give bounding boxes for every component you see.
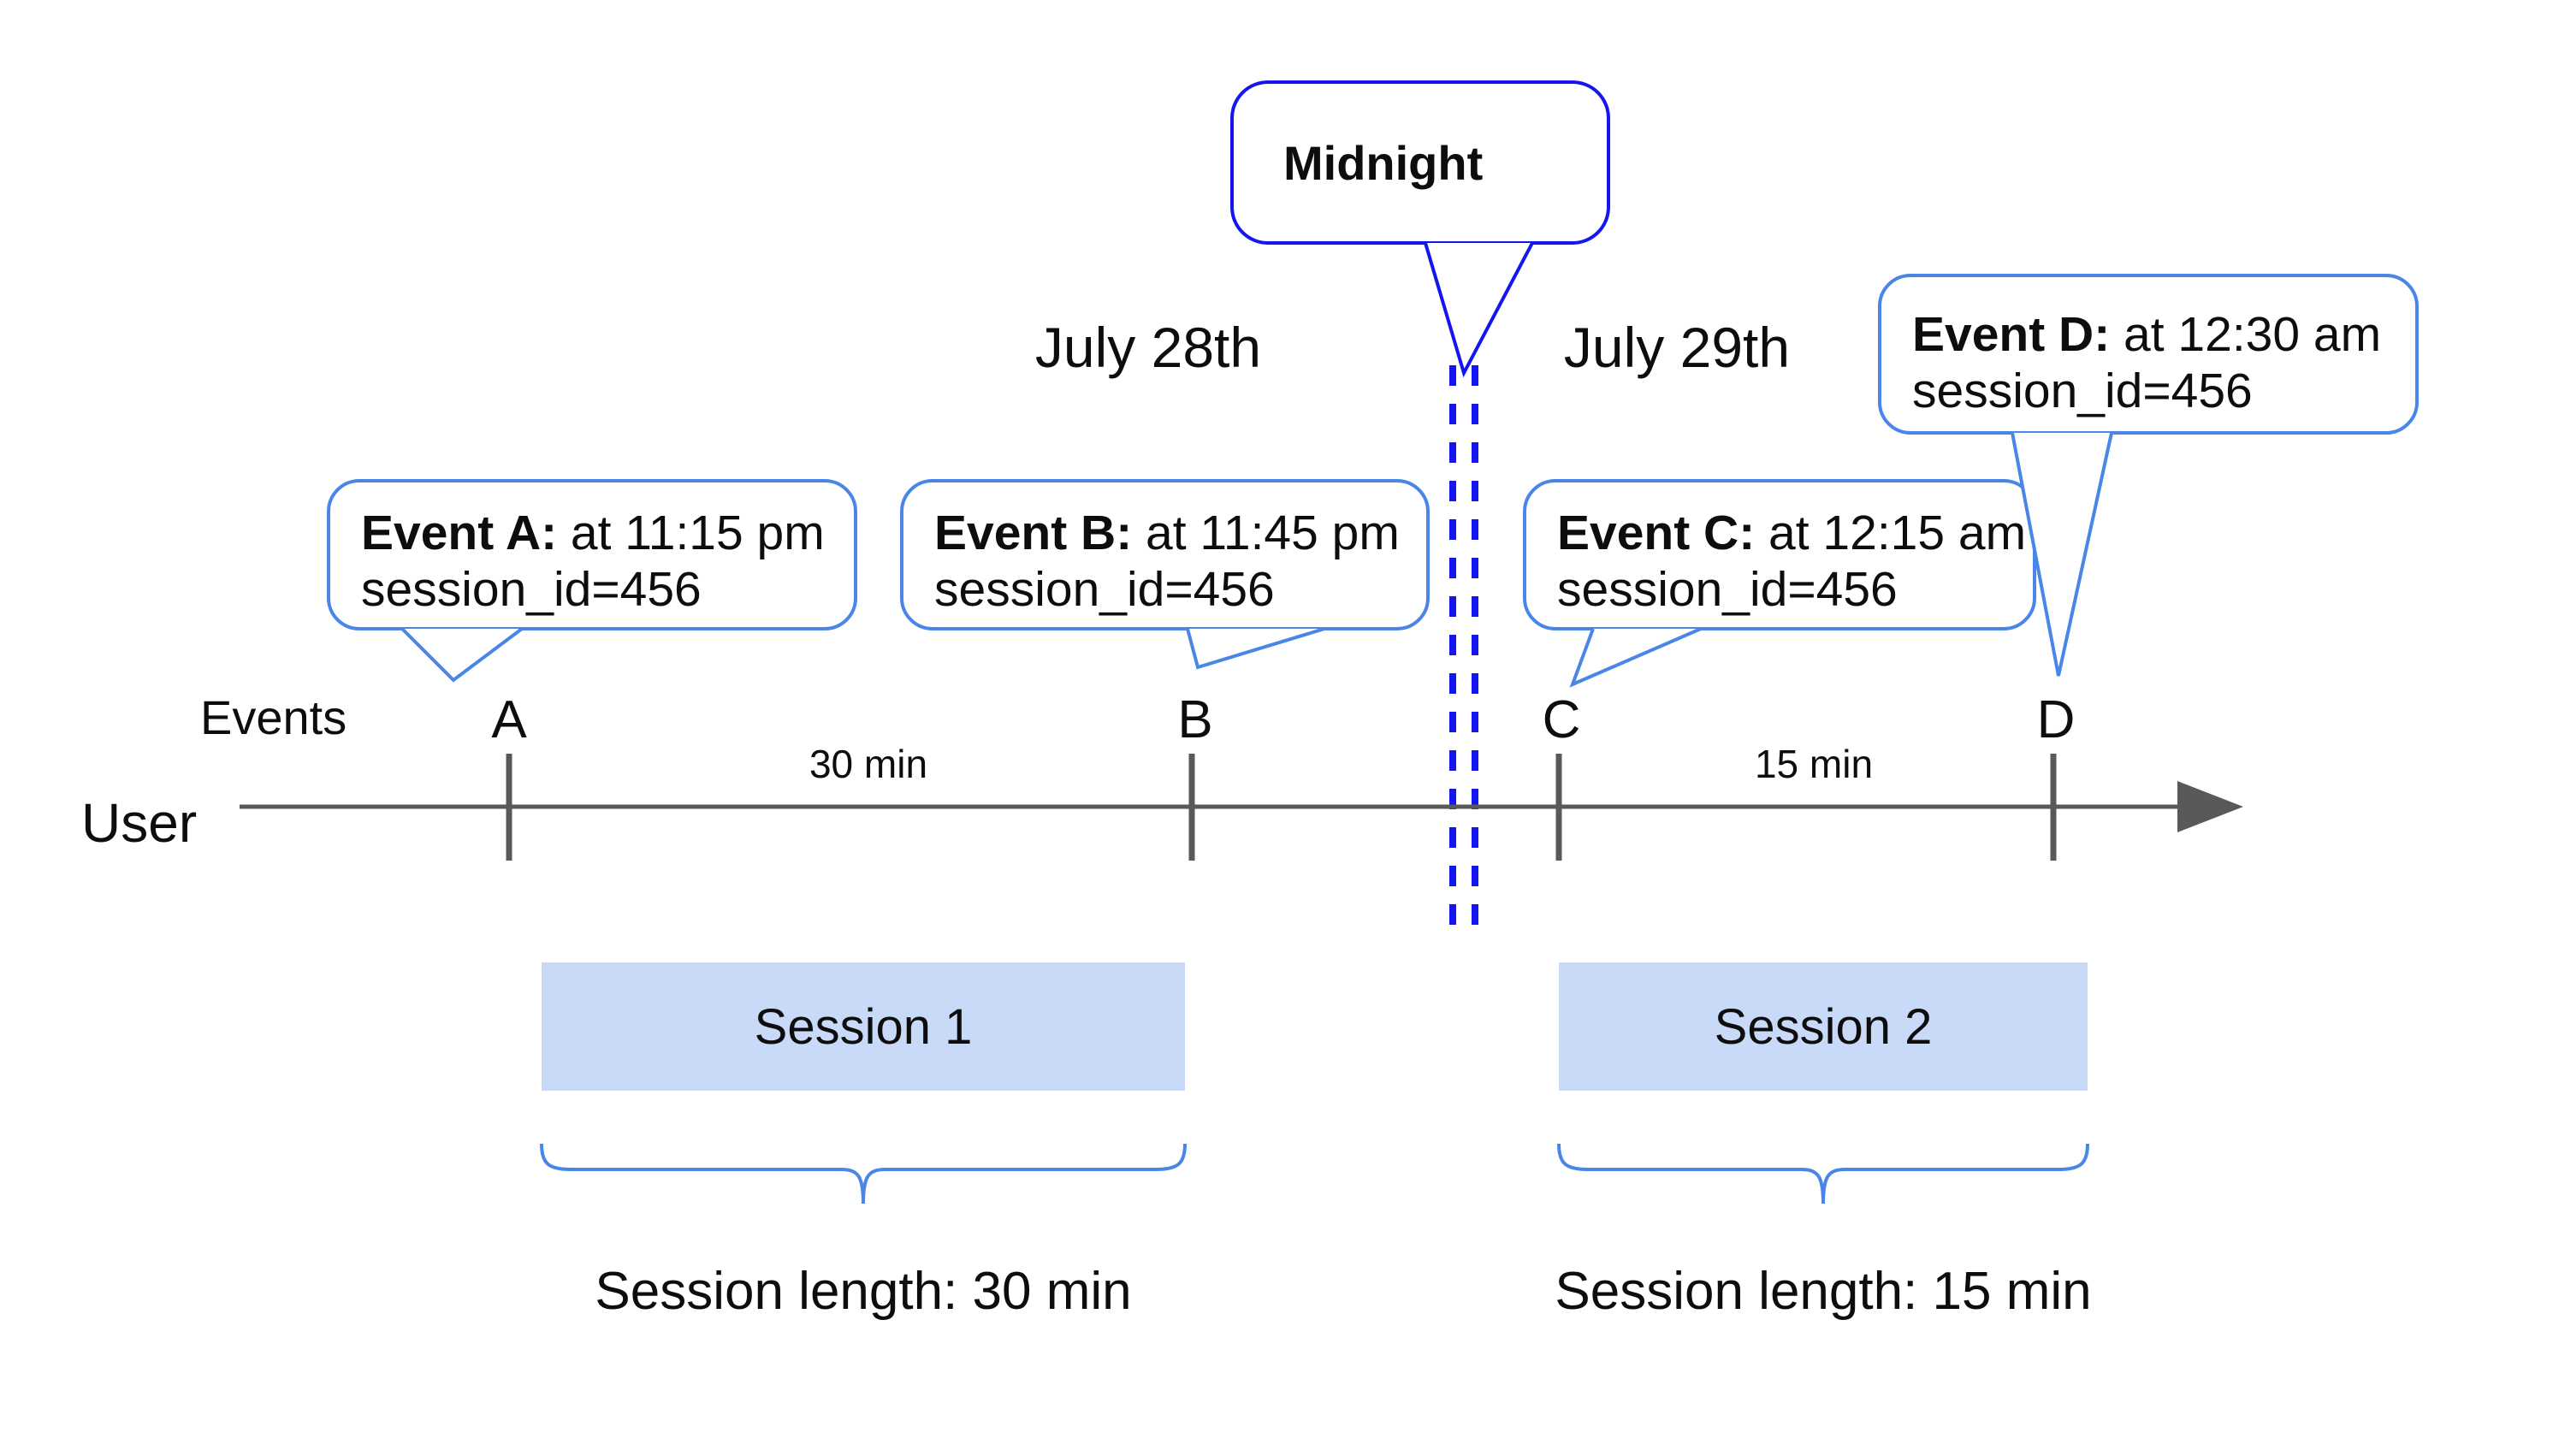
midnight-bubble-tail: [1424, 242, 1534, 378]
session-2-box: Session 2: [1559, 962, 2088, 1091]
interval-30min-label: 30 min: [809, 742, 928, 786]
event-c-tick-label: C: [1542, 690, 1581, 749]
event-b-title: Event B: at 11:45 pm: [934, 506, 1400, 560]
session-2-brace: [1557, 1143, 2089, 1204]
event-c-session-id: session_id=456: [1557, 562, 1898, 617]
event-a-title: Event A: at 11:15 pm: [361, 506, 825, 560]
event-b-tick-label: B: [1177, 690, 1213, 749]
date-label-july-28: July 28th: [1034, 316, 1262, 379]
event-c-callout-bubble: Event C: at 12:15 am session_id=456: [1523, 479, 2036, 630]
event-b-session-id: session_id=456: [934, 562, 1275, 617]
events-row-label: Events: [200, 690, 347, 744]
event-d-tick-label: D: [2036, 690, 2076, 749]
event-b-callout-bubble: Event B: at 11:45 pm session_id=456: [900, 479, 1430, 630]
session-1-length-label: Session length: 30 min: [595, 1262, 1132, 1321]
event-b-bubble-tail: [1186, 627, 1325, 670]
session-2-length-label: Session length: 15 min: [1555, 1262, 2092, 1321]
event-a-bubble-tail: [400, 627, 524, 683]
event-d-callout-bubble: Event D: at 12:30 am session_id=456: [1878, 274, 2419, 435]
interval-15min-label: 15 min: [1754, 742, 1874, 786]
event-c-bubble-tail: [1569, 627, 1702, 688]
event-c-title: Event C: at 12:15 am: [1557, 506, 2027, 560]
session-2-label: Session 2: [1714, 998, 1933, 1055]
session-1-label: Session 1: [754, 998, 973, 1055]
session-1-box: Session 1: [542, 962, 1185, 1091]
session-1-brace: [540, 1143, 1187, 1204]
event-a-tick-label: A: [491, 690, 527, 749]
event-d-session-id: session_id=456: [1912, 364, 2253, 418]
user-row-label: User: [81, 792, 198, 854]
event-a-session-id: session_id=456: [361, 562, 702, 617]
date-label-july-29: July 29th: [1563, 316, 1791, 379]
midnight-callout-bubble: Midnight: [1230, 80, 1610, 245]
event-d-title: Event D: at 12:30 am: [1912, 307, 2382, 362]
event-a-callout-bubble: Event A: at 11:15 pm session_id=456: [327, 479, 857, 630]
timeline-arrowhead: [2177, 781, 2243, 832]
midnight-label: Midnight: [1283, 135, 1484, 190]
